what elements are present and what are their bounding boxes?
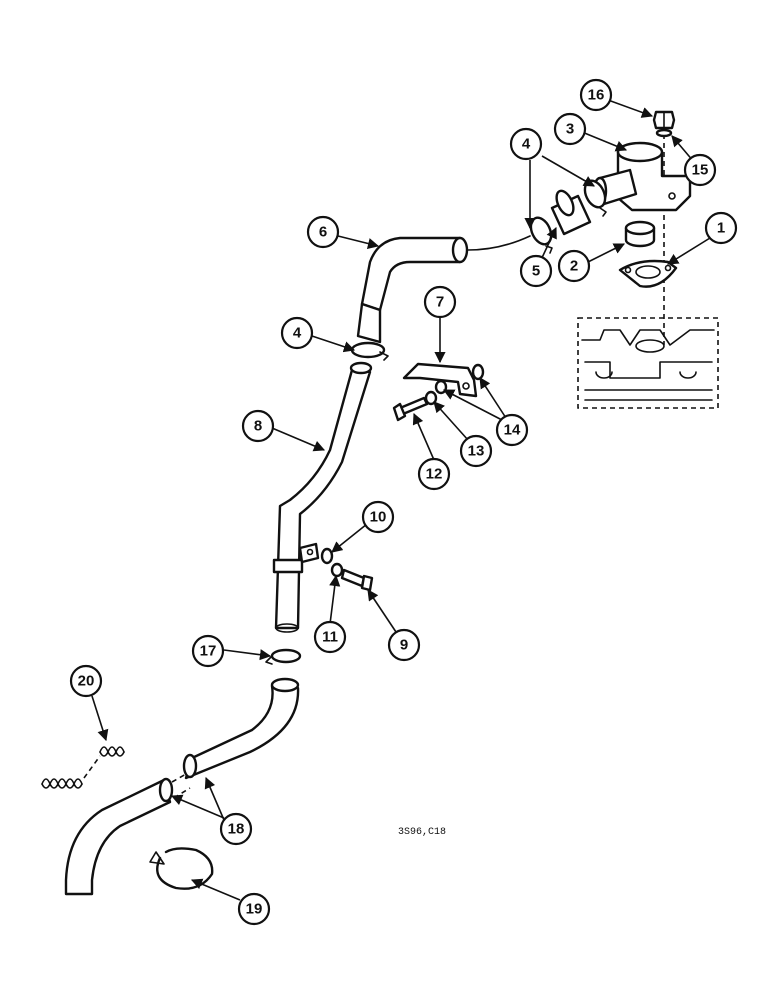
svg-text:11: 11 — [322, 629, 338, 646]
callout-17: 17 — [191, 634, 225, 668]
svg-text:17: 17 — [200, 643, 217, 660]
callout-4-mid: 4 — [280, 316, 314, 350]
svg-text:20: 20 — [78, 673, 95, 690]
svg-text:13: 13 — [468, 443, 485, 460]
upper-pipe — [356, 236, 469, 344]
callout-1: 1 — [704, 211, 738, 245]
callout-9: 9 — [387, 628, 421, 662]
svg-text:5: 5 — [532, 263, 540, 280]
svg-text:19: 19 — [246, 901, 263, 918]
svg-text:12: 12 — [426, 466, 443, 483]
svg-text:3: 3 — [566, 121, 574, 138]
callout-20: 20 — [69, 664, 103, 698]
hose-clamp-17 — [265, 648, 302, 665]
svg-text:9: 9 — [400, 637, 408, 654]
thermostat — [624, 220, 656, 248]
svg-text:4: 4 — [293, 325, 302, 342]
svg-text:7: 7 — [436, 294, 444, 311]
callout-10: 10 — [361, 500, 395, 534]
leader-lines — [91, 99, 711, 901]
thermostat-housing — [592, 141, 692, 212]
long-hose — [274, 361, 373, 633]
svg-text:2: 2 — [570, 258, 578, 275]
svg-text:8: 8 — [254, 418, 262, 435]
callout-15: 15 — [683, 153, 717, 187]
lower-hose — [64, 677, 300, 896]
svg-text:15: 15 — [692, 162, 709, 179]
svg-text:10: 10 — [370, 509, 387, 526]
callout-19: 19 — [237, 892, 271, 926]
callout-8: 8 — [241, 409, 275, 443]
callout-3: 3 — [553, 112, 587, 146]
lock-washer-bracket — [424, 390, 438, 406]
short-hose — [550, 189, 592, 236]
svg-text:16: 16 — [588, 87, 605, 104]
callout-7: 7 — [423, 285, 457, 319]
coil-spring — [41, 746, 125, 789]
lock-washer — [655, 128, 673, 138]
svg-text:4: 4 — [522, 136, 531, 153]
callout-6: 6 — [306, 215, 340, 249]
svg-text:1: 1 — [717, 220, 725, 237]
band-lock-washer — [330, 562, 344, 578]
hose-clamp-mid — [350, 341, 389, 361]
hose-band — [272, 542, 320, 574]
callout-14: 14 — [495, 413, 529, 447]
flat-washer-top — [471, 363, 485, 381]
hex-nut — [652, 110, 676, 130]
callout-18: 18 — [219, 812, 253, 846]
band-bolt — [340, 568, 374, 592]
svg-text:14: 14 — [504, 422, 521, 439]
svg-text:18: 18 — [228, 821, 245, 838]
callout-4-upper: 4 — [509, 127, 543, 161]
callout-2: 2 — [557, 249, 591, 283]
svg-text:6: 6 — [319, 224, 327, 241]
engine-head-block — [577, 317, 719, 409]
callout-13: 13 — [459, 434, 493, 468]
callout-5: 5 — [519, 254, 553, 288]
gasket — [618, 259, 678, 288]
band-washer — [320, 547, 334, 565]
flat-washer-bottom — [434, 379, 448, 395]
band-clamp — [149, 847, 214, 890]
bracket-bolt — [392, 396, 429, 422]
callout-12: 12 — [417, 457, 451, 491]
callout-16: 16 — [579, 78, 613, 112]
alignment-line-upper — [467, 235, 531, 251]
callout-11: 11 — [313, 620, 347, 654]
drawing-reference-code: 3S96,C18 — [398, 827, 446, 838]
hose-clamp-lower — [529, 216, 553, 254]
